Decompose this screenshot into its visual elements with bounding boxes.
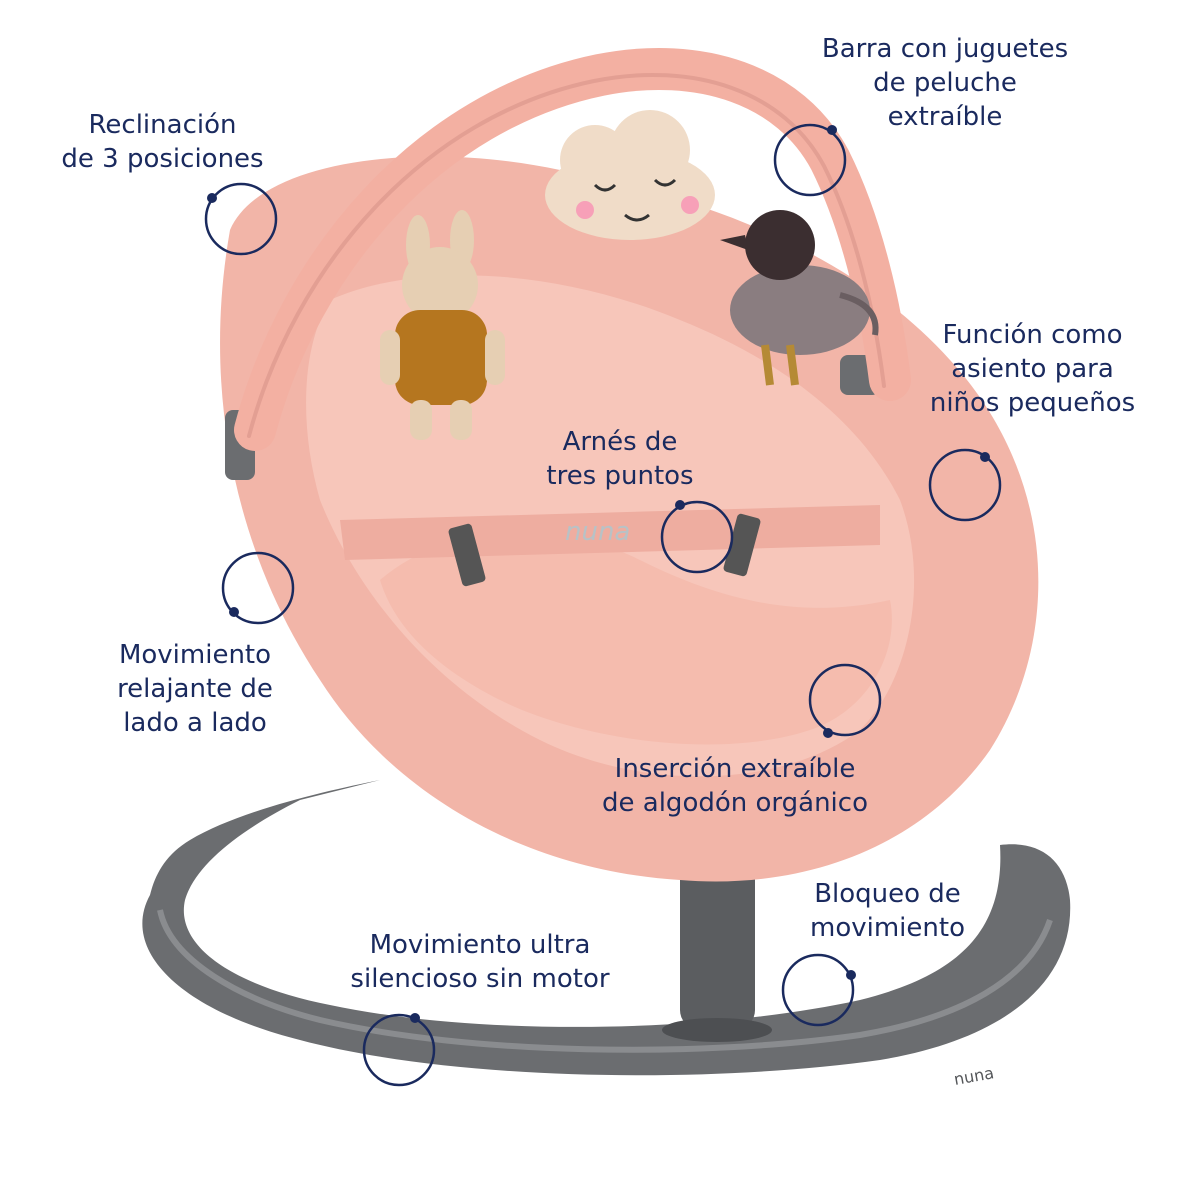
callout-line: Barra con juguetes (821, 34, 1069, 64)
callout-line: Reclinación (88, 110, 237, 140)
center-post (680, 860, 755, 1030)
callout-funcion: Función como asiento para niños pequeños (915, 318, 1150, 420)
marker-arnes (660, 500, 734, 574)
marker-insercion (808, 663, 882, 738)
harness-buckle-left (448, 523, 486, 587)
harness-buckle-right (723, 513, 761, 577)
callout-silencioso: Movimiento ultra silencioso sin motor (335, 928, 625, 996)
callout-movimiento-lado: Movimiento relajante de lado a lado (100, 638, 290, 740)
callout-line: de peluche (873, 68, 1017, 98)
callout-line: de 3 posiciones (61, 144, 264, 174)
marker-reclinacion (204, 182, 278, 256)
callout-line: Arnés de (562, 427, 678, 457)
callout-line: silencioso sin motor (350, 964, 610, 994)
bunny-plush-toy (380, 210, 505, 440)
marker-barra (773, 123, 847, 197)
cloud-plush-toy (545, 110, 715, 240)
callout-bloqueo: Bloqueo de movimiento (795, 877, 980, 945)
callout-line: niños pequeños (929, 388, 1136, 418)
base-logo: nuna (952, 1063, 995, 1089)
marker-bloqueo (781, 953, 856, 1027)
callout-line: Inserción extraíble (614, 754, 856, 784)
rocker-base-frame: nuna (142, 780, 1071, 1089)
callout-line: Movimiento ultra (369, 930, 591, 960)
callout-insercion: Inserción extraíble de algodón orgánico (580, 752, 890, 820)
callout-line: Función como (942, 320, 1123, 350)
callout-line: Bloqueo de (814, 879, 961, 909)
marker-funcion (928, 448, 1002, 522)
marker-silencioso (362, 1013, 436, 1087)
toy-bar (234, 48, 911, 451)
callout-line: relajante de (117, 674, 273, 704)
callout-reclinacion: Reclinación de 3 posiciones (55, 108, 270, 176)
callout-line: Movimiento (118, 640, 272, 670)
bird-plush-toy (720, 210, 879, 386)
callout-line: movimiento (810, 913, 965, 943)
marker-movimiento-lado (221, 551, 295, 625)
callout-line: tres puntos (546, 461, 694, 491)
feature-markers (204, 123, 1002, 1087)
callout-barra: Barra con juguetes de peluche extraíble (810, 32, 1080, 134)
callout-line: extraíble (887, 102, 1003, 132)
callout-arnes: Arnés de tres puntos (535, 425, 705, 493)
callout-line: lado a lado (123, 708, 267, 738)
callout-line: asiento para (951, 354, 1114, 384)
seat-logo: nuna (565, 517, 630, 547)
callout-line: de algodón orgánico (602, 788, 868, 818)
